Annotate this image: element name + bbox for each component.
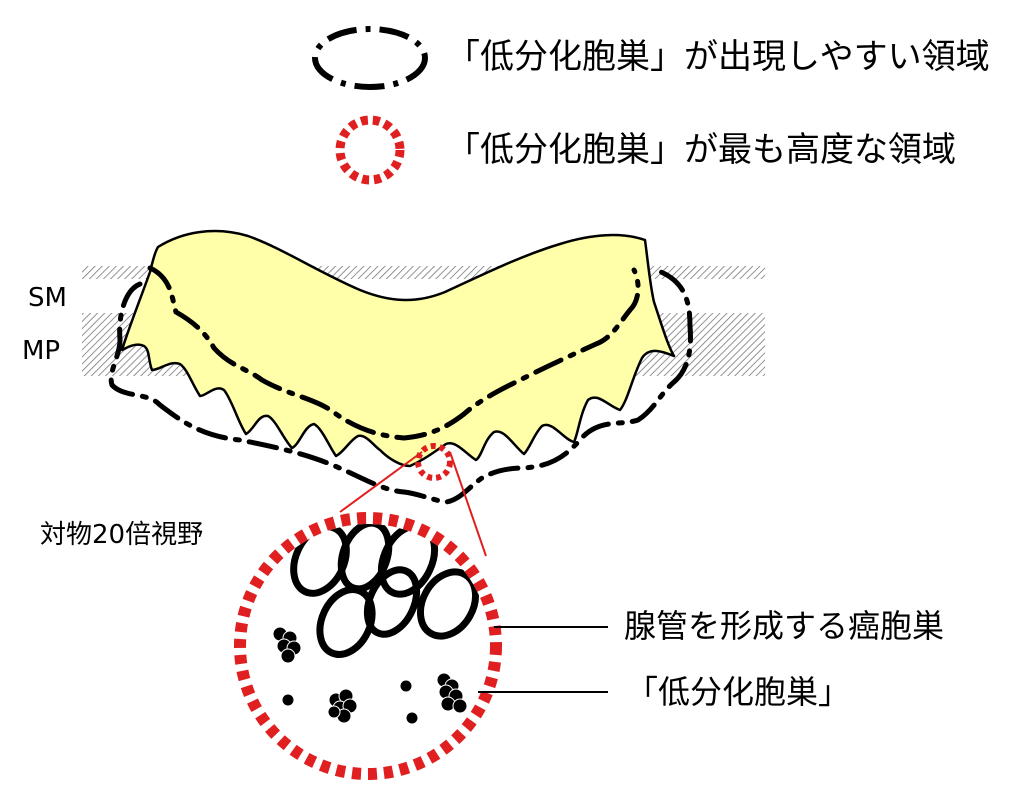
prone-region-outer-dashdot	[108, 267, 693, 505]
cell-cluster	[327, 688, 358, 724]
legend-black-dashdot-ellipse	[312, 26, 428, 90]
cell-cluster	[272, 626, 302, 664]
gland-callout-label: 腺管を形成する癌胞巣	[624, 607, 945, 645]
prone-region-inner-dashdot	[147, 265, 641, 441]
zoom-field-circle	[234, 512, 502, 780]
tumor-mass	[120, 229, 676, 468]
zoom-field-content	[272, 524, 480, 725]
poorly-diff-callout-label: 「低分化胞巣」	[626, 673, 851, 711]
cell-cluster	[436, 672, 468, 714]
single-cell	[405, 711, 419, 725]
sm-label: SM	[28, 283, 67, 313]
zoom-connector-left	[339, 451, 423, 513]
zoom-field-label: 対物20倍視野	[40, 520, 204, 550]
single-cell	[281, 693, 295, 707]
zoom-connector-right	[449, 451, 487, 557]
legend-red-dotted-circle	[335, 115, 405, 185]
legend-red-label: 「低分化胞巣」が最も高度な領域	[446, 130, 956, 170]
gland-ring	[316, 586, 376, 658]
single-cell	[399, 679, 413, 693]
legend-black-label: 「低分化胞巣」が出現しやすい領域	[446, 37, 990, 77]
mp-label: MP	[22, 336, 61, 366]
gland-ring	[363, 566, 421, 638]
most-severe-spot	[415, 443, 453, 481]
gland-ring	[416, 568, 480, 640]
